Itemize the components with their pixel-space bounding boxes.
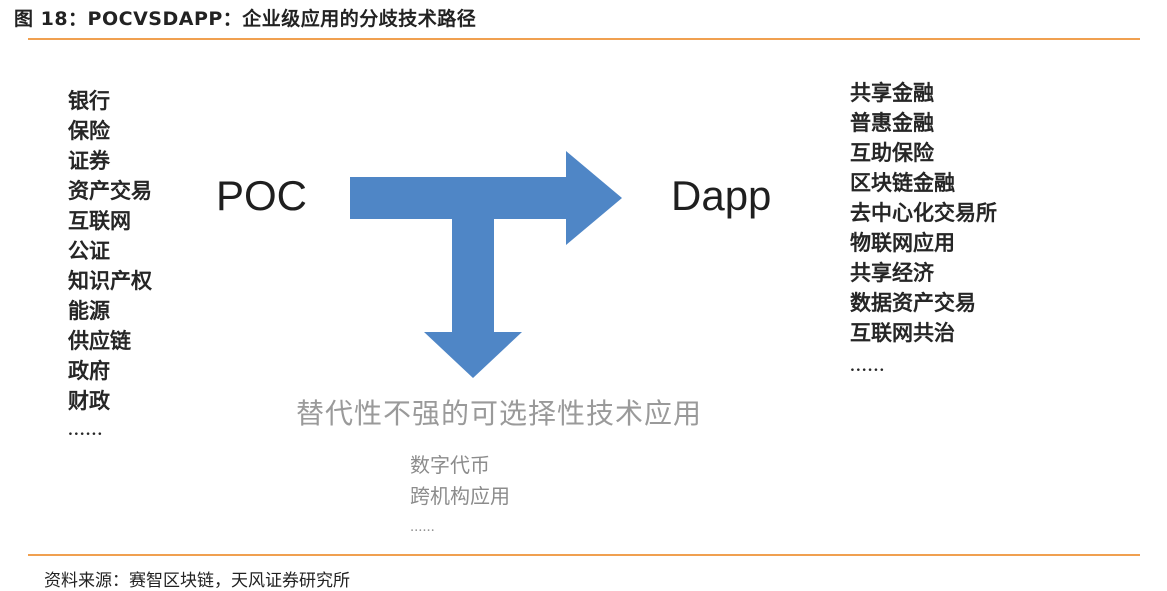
branch-items-list: 数字代币 跨机构应用 ......: [410, 450, 510, 543]
figure-title: 图 18：POCVSDAPP：企业级应用的分歧技术路径: [14, 8, 477, 30]
list-item: 保险: [68, 118, 110, 143]
left-items-list: 银行 保险 证券 资产交易 互联网 公证 知识产权 能源 供应链 政府 财政 .…: [68, 86, 152, 446]
right-arrow: [350, 151, 622, 245]
list-item: 公证: [68, 238, 110, 263]
list-item: 物联网应用: [850, 230, 955, 255]
source-note: 资料来源：赛智区块链，天风证券研究所: [44, 571, 350, 591]
top-rule: [28, 38, 1140, 40]
list-item: 能源: [68, 298, 110, 323]
list-item: 互联网共治: [850, 320, 955, 345]
list-item: 资产交易: [68, 178, 152, 203]
list-item-ellipsis: ......: [68, 423, 104, 439]
list-item-ellipsis: ......: [410, 520, 435, 535]
list-item: 知识产权: [68, 268, 152, 293]
bottom-rule: [28, 554, 1140, 556]
list-item: 互联网: [68, 208, 131, 233]
poc-label: POC: [216, 172, 308, 219]
right-items-list: 共享金融 普惠金融 互助保险 区块链金融 去中心化交易所 物联网应用 共享经济 …: [850, 78, 997, 382]
dapp-label: Dapp: [671, 172, 772, 219]
list-item: 共享经济: [850, 260, 934, 285]
list-item: 政府: [68, 358, 110, 383]
list-item: 共享金融: [850, 80, 934, 105]
list-item: 数据资产交易: [850, 290, 976, 315]
list-item: 跨机构应用: [410, 484, 510, 508]
list-item: 证券: [68, 148, 110, 173]
list-item: 数字代币: [410, 453, 490, 477]
list-item-ellipsis: ......: [850, 359, 886, 375]
branch-label: 替代性不强的可选择性技术应用: [296, 397, 703, 430]
list-item: 财政: [68, 388, 110, 413]
list-item: 供应链: [68, 328, 131, 353]
list-item: 银行: [68, 88, 110, 113]
list-item: 互助保险: [850, 140, 934, 165]
list-item: 普惠金融: [850, 110, 934, 135]
list-item: 去中心化交易所: [850, 200, 997, 225]
list-item: 区块链金融: [850, 170, 955, 195]
down-arrow: [424, 219, 522, 378]
